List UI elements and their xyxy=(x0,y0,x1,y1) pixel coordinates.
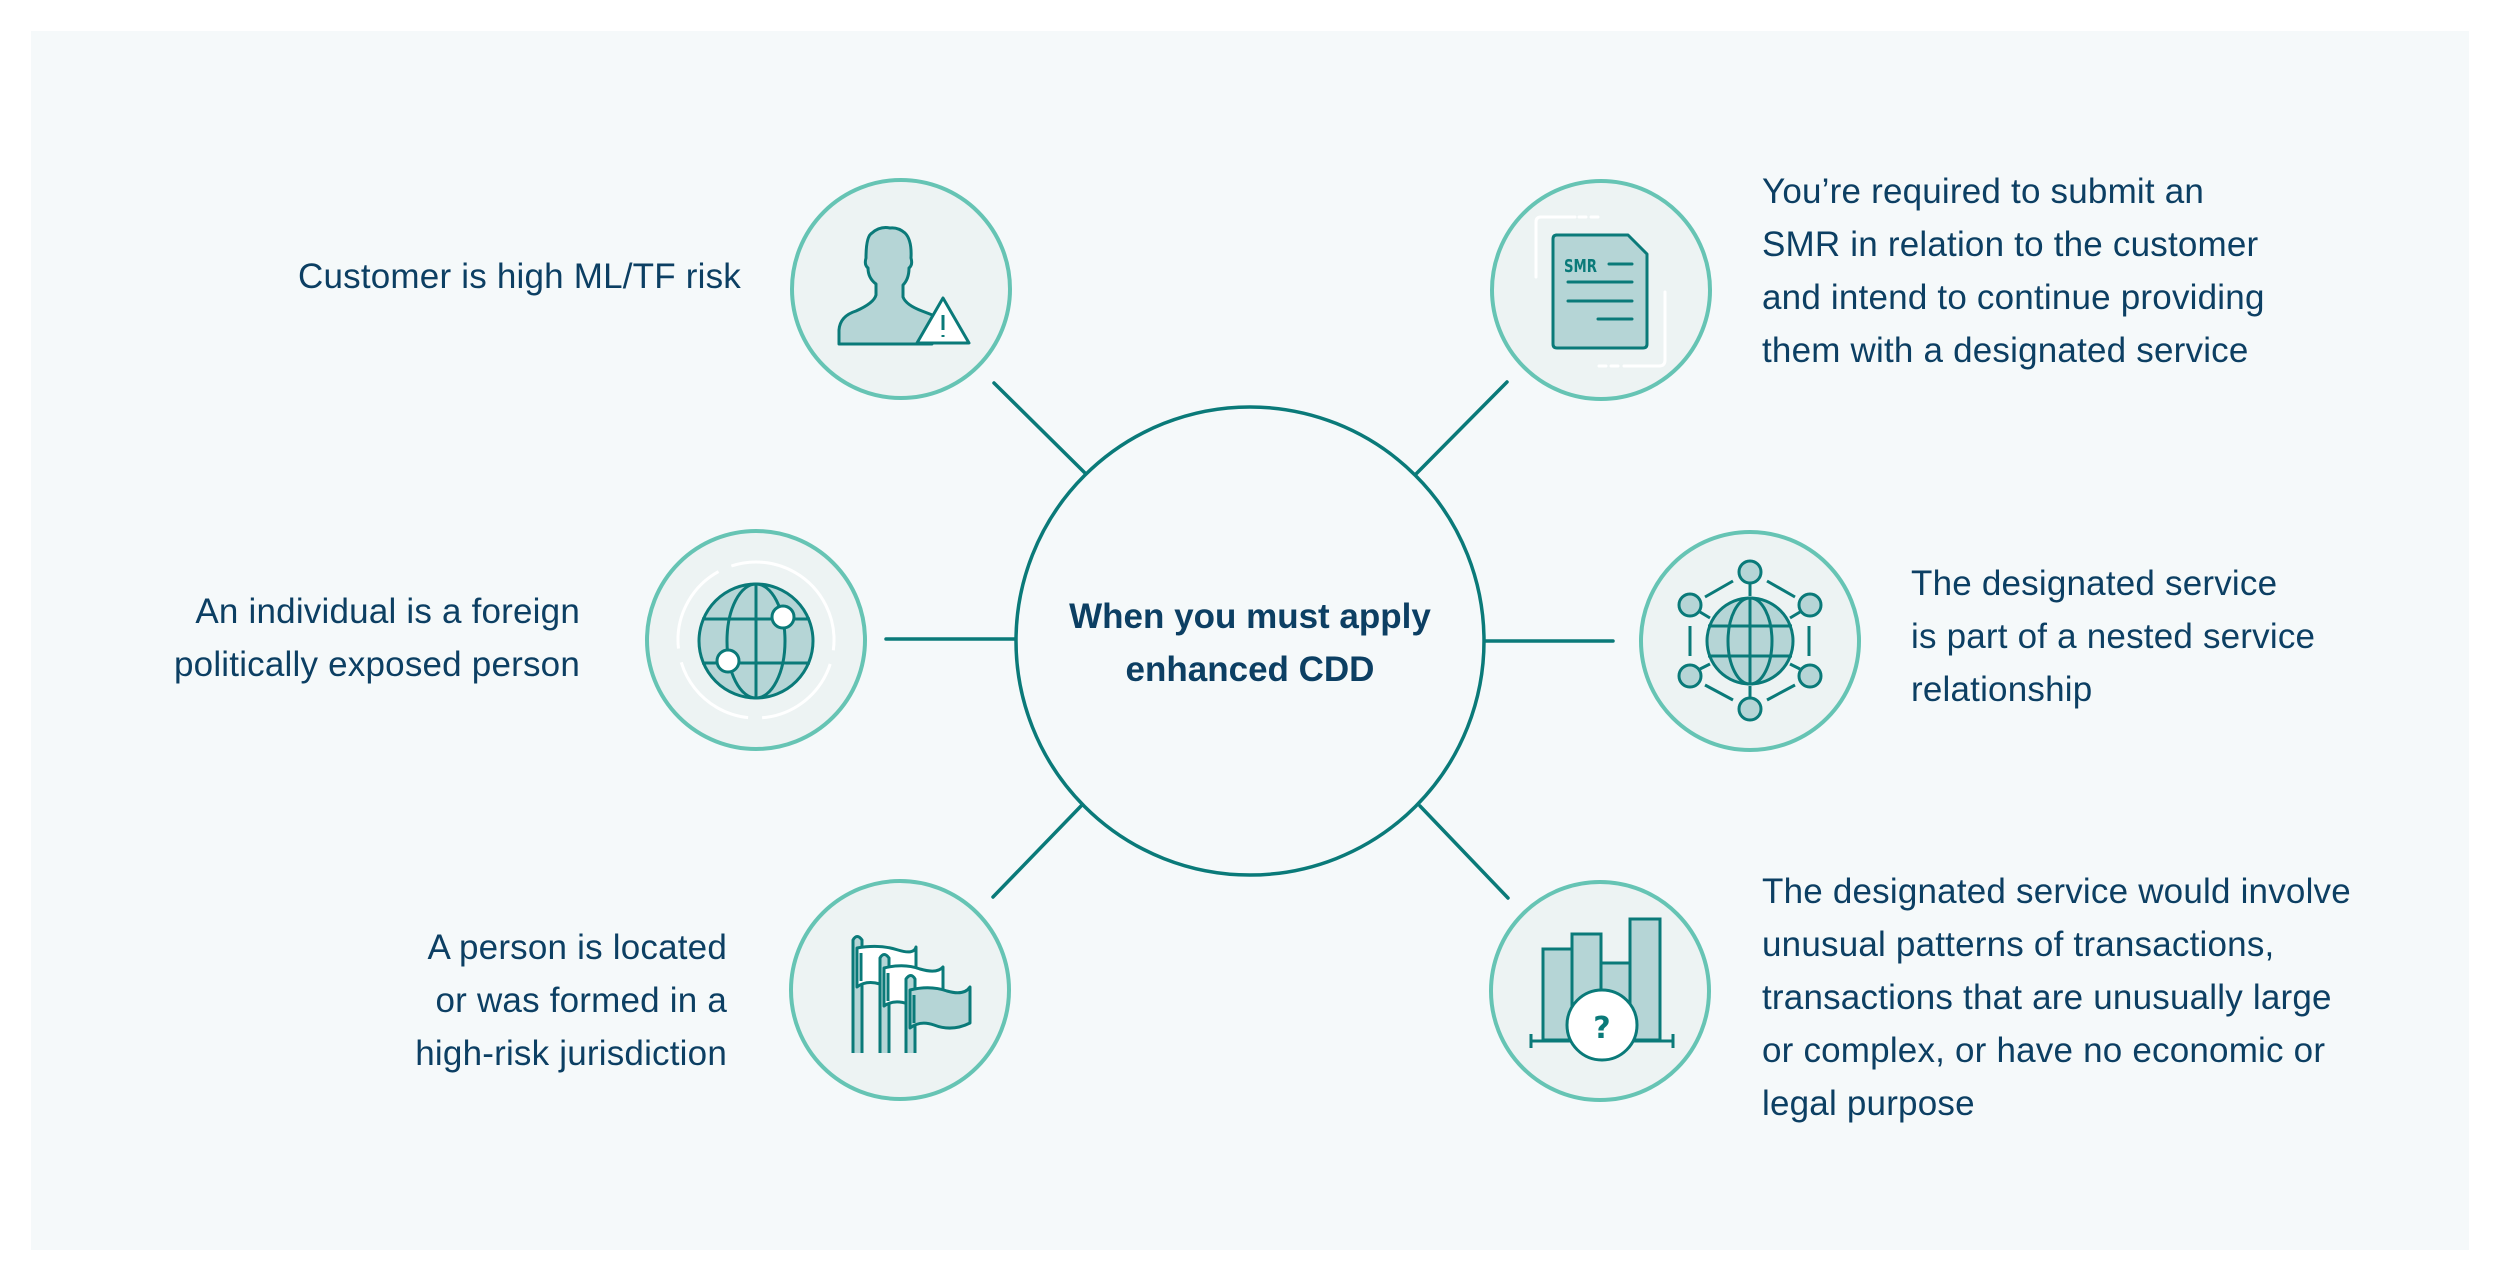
label-line: The designated service would involve xyxy=(1762,872,2351,911)
label-line: You’re required to submit an xyxy=(1762,172,2205,211)
label-high-risk-customer: Customer is high ML/TF risk xyxy=(298,250,741,303)
node-unusual-transactions: ? xyxy=(1489,880,1711,1102)
question-mark-text: ? xyxy=(1593,1011,1610,1046)
node-high-risk-customer xyxy=(790,178,1012,400)
label-line: legal purpose xyxy=(1762,1084,1975,1123)
connector-high-risk-customer xyxy=(992,381,1088,476)
globe-connections-icon xyxy=(676,560,836,720)
label-line: A person is located xyxy=(427,928,727,967)
center-title-line-2: enhanced CDD xyxy=(1125,650,1375,689)
label-unusual-transactions: The designated service would involve unu… xyxy=(1762,865,2351,1130)
connector-high-risk-jurisdiction xyxy=(991,804,1083,899)
label-foreign-pep: An individual is a foreign politically e… xyxy=(174,585,580,691)
label-smr-submission: You’re required to submit an SMR in rela… xyxy=(1762,165,2265,377)
node-high-risk-jurisdiction xyxy=(789,879,1011,1101)
label-line: is part of a nested service xyxy=(1911,617,2316,656)
center-title: When you must apply enhanced CDD xyxy=(1016,590,1484,696)
label-line: unusual patterns of transactions, xyxy=(1762,925,2275,964)
label-line: or was formed in a xyxy=(435,981,727,1020)
label-line: high-risk jurisdiction xyxy=(415,1034,727,1073)
label-line: politically exposed person xyxy=(174,645,580,684)
bar-chart-question-icon: ? xyxy=(1529,917,1675,1062)
label-line: or complex, or have no economic or xyxy=(1762,1031,2326,1070)
center-circle xyxy=(1014,405,1486,877)
network-globe-icon xyxy=(1677,559,1823,722)
smr-icon-text: SMR xyxy=(1564,256,1597,277)
label-line: them with a designated service xyxy=(1762,331,2249,370)
label-line: An individual is a foreign xyxy=(195,592,580,631)
label-line: The designated service xyxy=(1911,564,2278,603)
label-nested-service: The designated service is part of a nest… xyxy=(1911,557,2315,716)
label-line: and intend to continue providing xyxy=(1762,278,2265,317)
node-nested-service xyxy=(1639,530,1861,752)
smr-document-icon: SMR xyxy=(1534,215,1667,368)
connector-unusual-transactions xyxy=(1418,804,1510,900)
connectors xyxy=(884,380,1615,900)
flags-icon xyxy=(851,935,972,1053)
person-warning-icon xyxy=(837,226,971,346)
label-high-risk-jurisdiction: A person is located or was formed in a h… xyxy=(415,921,727,1080)
label-line: relationship xyxy=(1911,670,2093,709)
connector-smr-submission xyxy=(1414,380,1509,476)
center-title-line-1: When you must apply xyxy=(1069,597,1431,636)
label-line: SMR in relation to the customer xyxy=(1762,225,2259,264)
node-foreign-pep xyxy=(645,529,867,751)
label-line: transactions that are unusually large xyxy=(1762,978,2332,1017)
label-line: Customer is high ML/TF risk xyxy=(298,257,741,296)
node-smr-submission: SMR xyxy=(1490,179,1712,401)
